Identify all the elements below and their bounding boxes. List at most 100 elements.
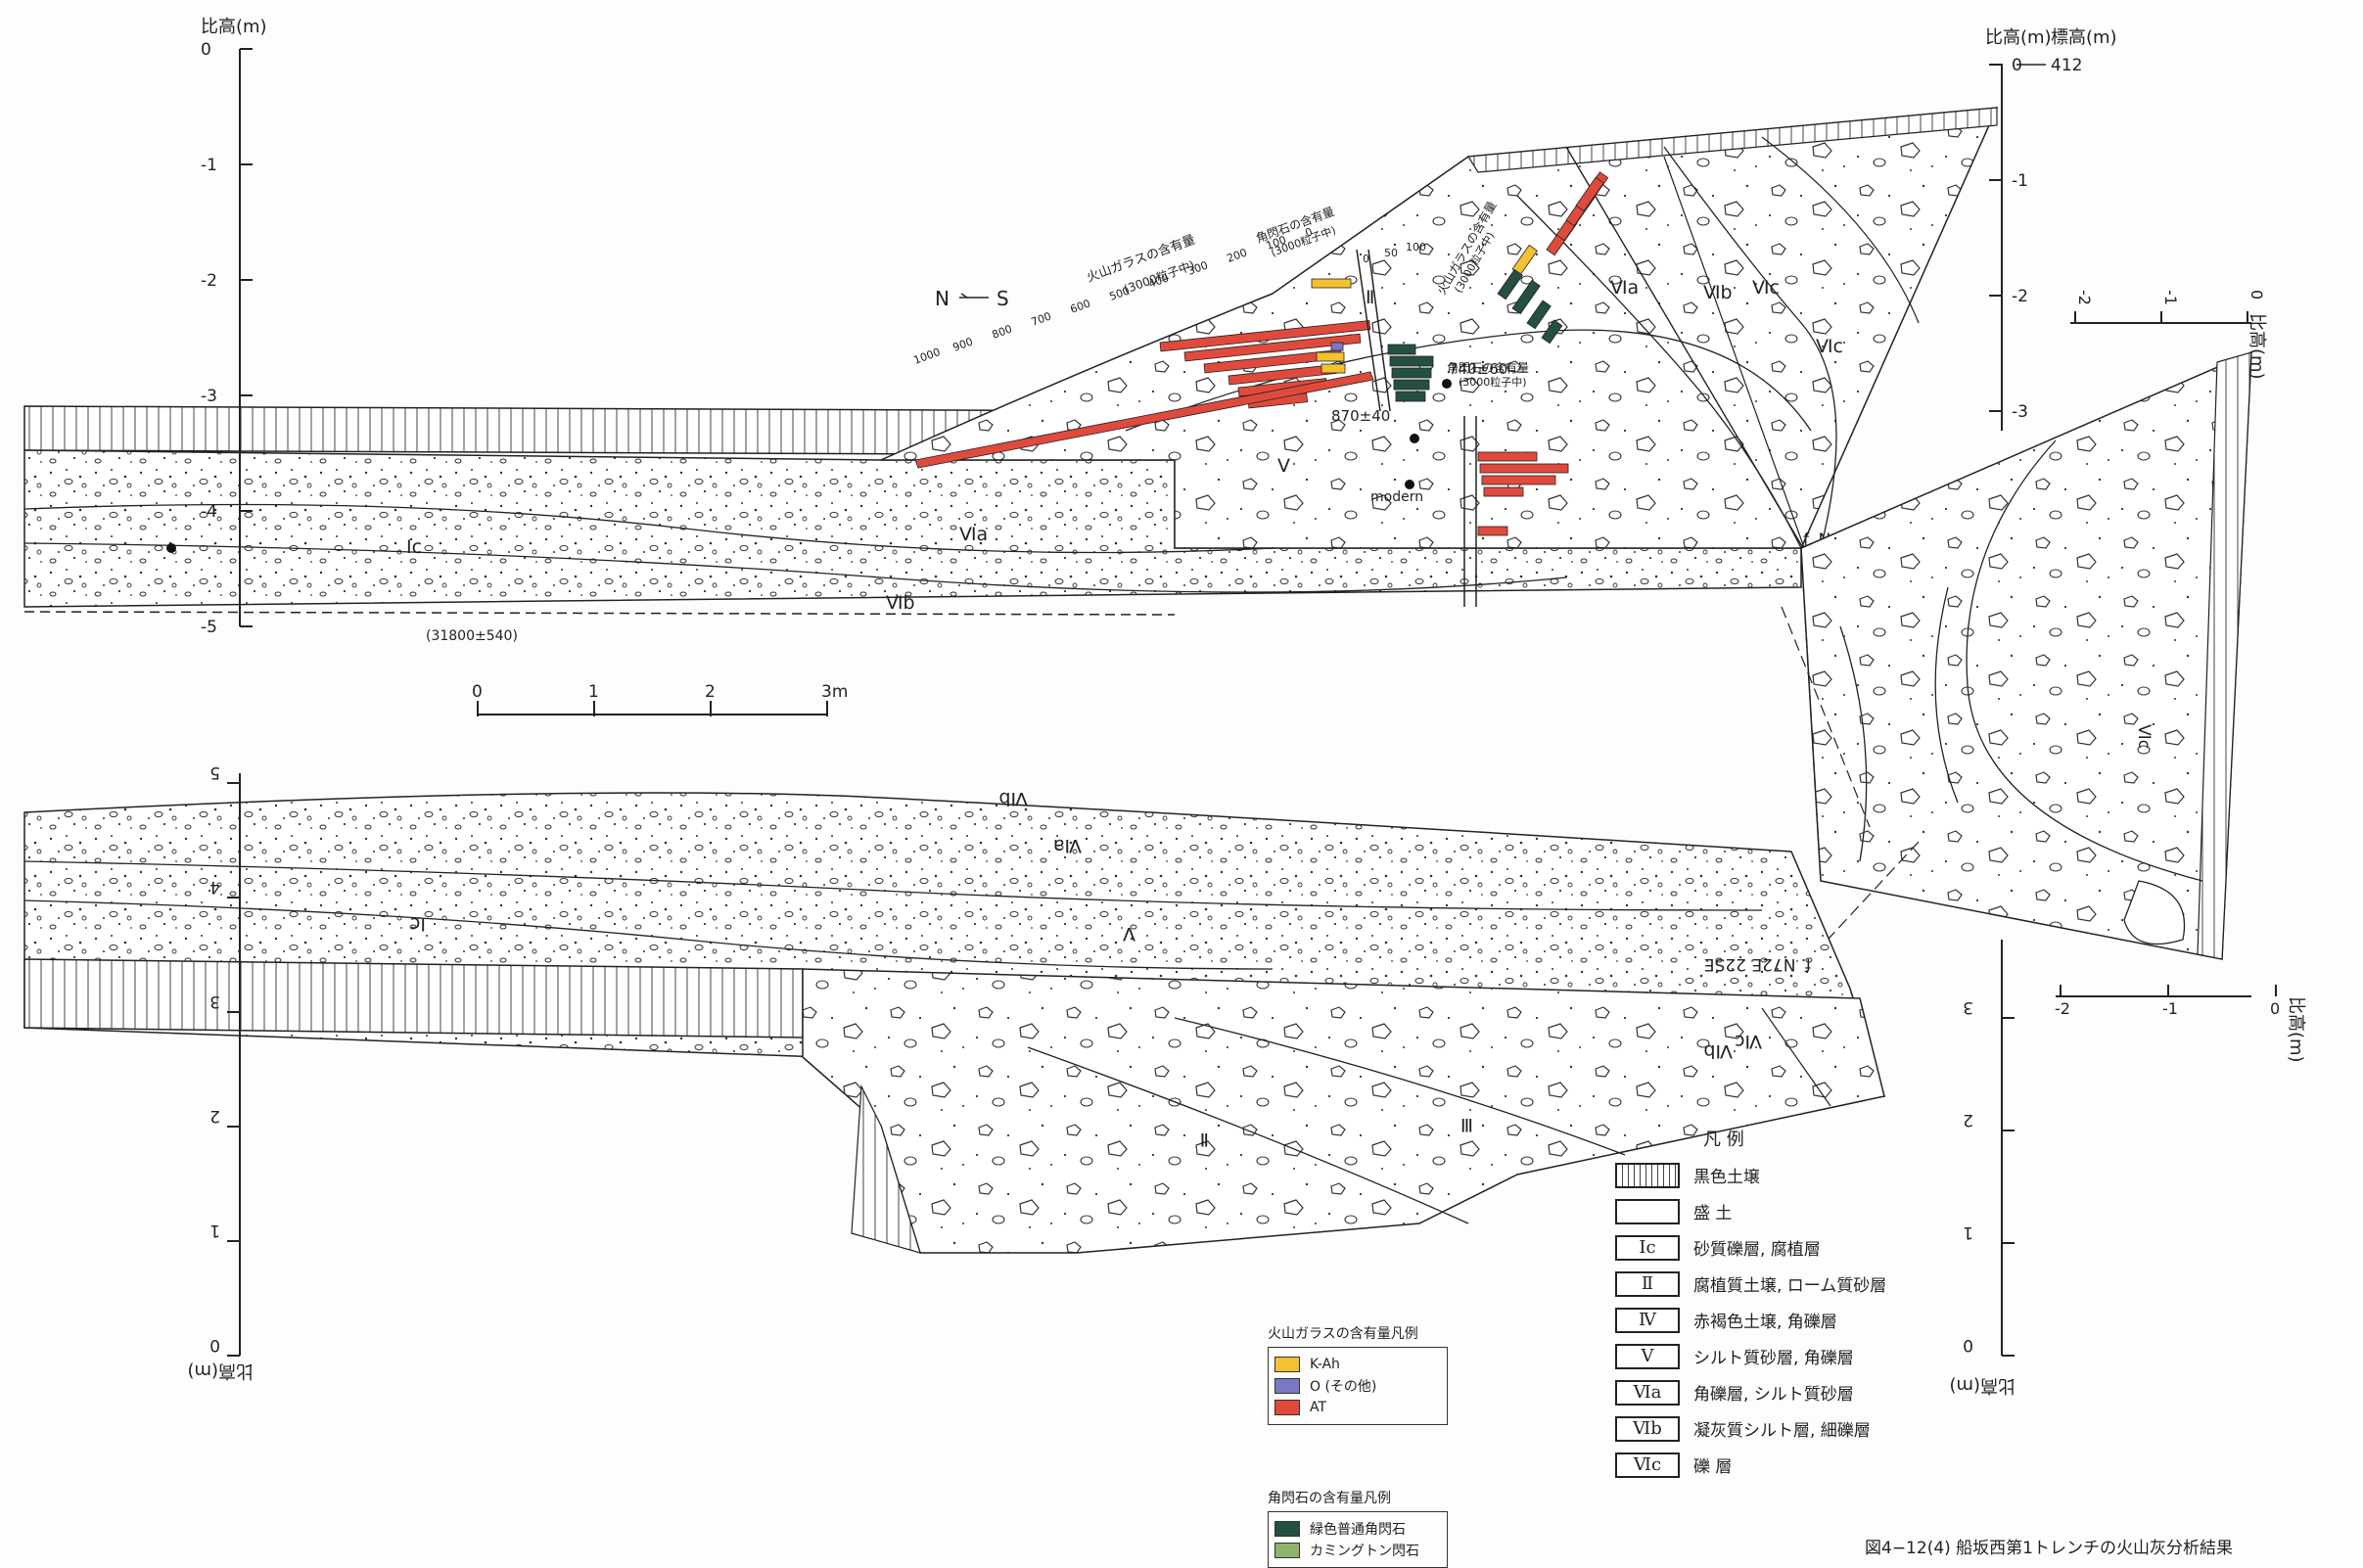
- top-right-tick: 0: [2012, 56, 2022, 75]
- top-left-tick: -5: [201, 618, 217, 637]
- horn_legend-item: カミングトン閃石: [1274, 1540, 1441, 1561]
- layer-label: Ⅵb: [1703, 1040, 1733, 1062]
- glass-tick: 1000: [912, 346, 943, 367]
- glass-tick: 700: [1030, 309, 1053, 328]
- bottom-right-axis-title: 比高(m): [1949, 1375, 2016, 1396]
- legend-swatch: Ⅵc: [1615, 1452, 1680, 1478]
- bottom-fault-label: f. N72E 22SE: [1704, 954, 1811, 974]
- legend-swatch: Ⅵb: [1615, 1415, 1680, 1442]
- modern-label: modern: [1370, 489, 1423, 505]
- slope-horn-bar: [1526, 300, 1552, 330]
- kah-bar: [1311, 278, 1352, 289]
- glass_legend-label: AT: [1310, 1400, 1327, 1415]
- glass_legend-item: AT: [1274, 1397, 1441, 1418]
- bottom-right-tick: 3: [1963, 997, 1973, 1017]
- bottom-left-tick: 4: [209, 877, 220, 897]
- horn-bar: [1393, 379, 1430, 391]
- right-bottom-tick: -2: [2055, 999, 2070, 1018]
- glass_legend-item: O (その他): [1274, 1375, 1441, 1397]
- legend-swatch: Ⅱ: [1615, 1270, 1680, 1297]
- right-layer-label: Ⅵc: [2134, 724, 2154, 749]
- layer-label: Ⅱ: [1366, 287, 1374, 308]
- glass-tick: 800: [991, 322, 1014, 341]
- horn_legend-label: 緑色普通角閃石: [1310, 1522, 1406, 1538]
- slope-horn-bar: [1511, 279, 1541, 315]
- legend-title: 凡 例: [1703, 1130, 1744, 1150]
- kah-bar: [1316, 351, 1345, 362]
- bottom-left-tick: 5: [209, 762, 220, 782]
- layer-label: Ⅵa: [1610, 277, 1639, 299]
- at-bar-long: [914, 371, 1374, 469]
- layer-label: Ⅵc: [1735, 1031, 1762, 1052]
- legend-item: Ⅰc 砂質礫層, 腐植層: [1615, 1229, 1909, 1266]
- at-bar: [1159, 320, 1371, 352]
- top-right-axis-title2: 標高(m): [2051, 27, 2117, 48]
- layer-label: Ⅵa: [1053, 835, 1082, 856]
- legend-item: 黒色土壌: [1615, 1157, 1909, 1193]
- legend-label: 赤褐色土壌, 角礫層: [1693, 1313, 1837, 1332]
- scale-tick: 0: [472, 682, 483, 702]
- horn-bar: [1395, 391, 1426, 402]
- glass-tick: 900: [951, 335, 975, 353]
- layer-label: Ⅵa: [959, 524, 988, 545]
- horn-tick: 50: [1384, 247, 1398, 259]
- top-right-tick: -3: [2012, 402, 2028, 422]
- layer-label: Ⅰc: [406, 536, 422, 558]
- top-left-tick: -1: [201, 156, 217, 175]
- ash-analysis-bars: [914, 171, 1609, 536]
- color-swatch: [1274, 1357, 1300, 1372]
- scale-tick: 1: [588, 682, 599, 702]
- legend-label: 盛 土: [1693, 1204, 1733, 1223]
- top-left-axis-title: 比高(m): [201, 17, 267, 37]
- kah-bar: [1320, 363, 1346, 374]
- legend-label: 砂質礫層, 腐植層: [1693, 1240, 1821, 1260]
- layer-label: Ⅲ: [1460, 1114, 1473, 1135]
- right-bottom-tick: 0: [2270, 999, 2280, 1018]
- layer-label: Ⅴ: [1277, 455, 1290, 477]
- date-label-3: (31800±540): [426, 628, 518, 644]
- top-left-tick: -4: [201, 502, 217, 522]
- bottom-left-axis-title: 比高(m): [187, 1360, 254, 1381]
- bottom-left-tick: 3: [209, 992, 220, 1011]
- color-swatch: [1274, 1378, 1300, 1394]
- top-left-axis: 0-1-2-3-4-5: [201, 40, 253, 637]
- legend-label: 黒色土壌: [1693, 1168, 1760, 1187]
- slope-horn-bar: [1497, 268, 1523, 300]
- side-at-bar: [1477, 526, 1508, 536]
- side-chart2-subtitle: (3000粒子中): [1459, 375, 1527, 389]
- sample-column-1: [1356, 249, 1391, 412]
- glass-tick: 0: [1304, 225, 1315, 240]
- slope-at-bar: [1575, 176, 1604, 212]
- legend-swatch: Ⅴ: [1615, 1343, 1680, 1369]
- glass_legend-item: K-Ah: [1274, 1354, 1441, 1375]
- side-at-bar: [1477, 451, 1538, 462]
- top-right-tick: -2: [2012, 287, 2028, 306]
- slope-horn-bar: [1541, 319, 1563, 345]
- legend-swatch: Ⅰc: [1615, 1234, 1680, 1261]
- bottom-left-tick: 2: [209, 1106, 220, 1126]
- layer-label: Ⅵb: [1703, 282, 1733, 303]
- right-top-axis-title: 比高(m): [2247, 313, 2267, 380]
- date-label-1: 870±40: [1331, 407, 1390, 425]
- glass_legend-label: K-Ah: [1310, 1357, 1340, 1372]
- bottom-right-tick: 2: [1963, 1110, 1973, 1130]
- legend-label: シルト質砂層, 角礫層: [1693, 1349, 1854, 1368]
- bottom-right-tick: 1: [1963, 1222, 1973, 1242]
- legend-swatch: [1615, 1198, 1680, 1224]
- legend-label: 角礫層, シルト質砂層: [1693, 1385, 1854, 1405]
- horn-bar: [1389, 355, 1434, 367]
- layer-label: Ⅵc: [1752, 277, 1780, 299]
- figure-caption: 図4−12(4) 船坂西第1トレンチの火山灰分析結果: [1865, 1539, 2233, 1558]
